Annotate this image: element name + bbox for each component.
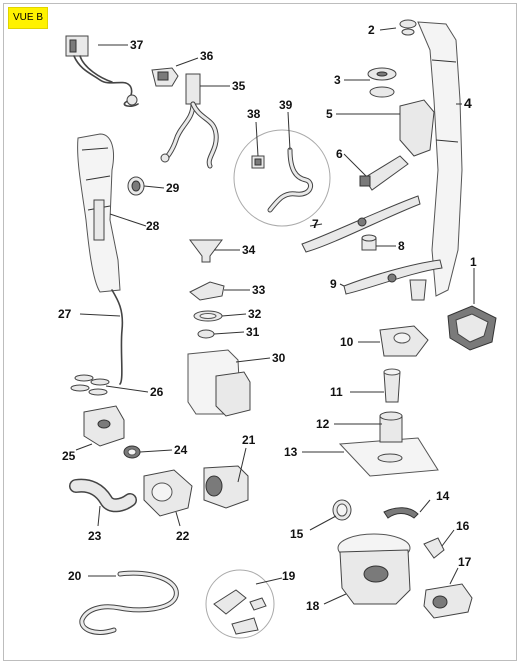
part-6-arm-support[interactable] (359, 155, 409, 191)
callout-38: 38 (247, 107, 261, 121)
part-18-sump[interactable] (337, 533, 411, 605)
callout-27: 27 (58, 307, 72, 321)
callout-14: 14 (436, 489, 450, 503)
callout-34: 34 (242, 243, 256, 257)
callout-12: 12 (316, 417, 330, 431)
part-1-filter-bracket[interactable] (447, 305, 497, 351)
part-38-sensor[interactable] (251, 155, 265, 169)
callout-18: 18 (306, 599, 320, 613)
part-9-lower-spray-arm[interactable] (343, 259, 443, 295)
leader-lines (75, 27, 475, 605)
callout-10: 10 (340, 335, 354, 349)
detail-circle-38-39 (233, 129, 331, 227)
part-17-drain-pump[interactable] (423, 583, 473, 619)
part-25-pump-housing[interactable] (83, 405, 125, 447)
callout-1: 1 (470, 255, 477, 269)
callout-31: 31 (246, 325, 260, 339)
part-36-clip[interactable] (151, 67, 179, 87)
callout-20: 20 (68, 569, 82, 583)
part-14-clip[interactable] (383, 507, 419, 519)
callout-24: 24 (174, 443, 188, 457)
part-8-nut[interactable] (361, 234, 377, 251)
callout-16: 16 (456, 519, 470, 533)
part-16-check-valve[interactable] (423, 537, 445, 559)
part-23-elbow-hose[interactable] (69, 478, 137, 513)
part-15-sensor-ring[interactable] (332, 499, 352, 521)
part-2-nut[interactable] (399, 19, 417, 36)
part-28-side-panel[interactable] (77, 133, 121, 293)
part-10-arm-holder[interactable] (379, 325, 429, 357)
callout-33: 33 (252, 283, 266, 297)
part-4-water-duct[interactable] (409, 21, 463, 301)
callout-19: 19 (282, 569, 296, 583)
part-24-seal-ring[interactable] (123, 445, 141, 459)
part-19-bracket[interactable] (205, 569, 275, 639)
part-29-grommet[interactable] (127, 176, 145, 196)
callout-13: 13 (284, 445, 298, 459)
callout-labels: 37 36 35 2 3 4 5 38 39 6 29 7 28 34 8 1 … (58, 23, 477, 613)
part-32-ring[interactable] (193, 310, 223, 322)
callout-17: 17 (458, 555, 472, 569)
callout-15: 15 (290, 527, 304, 541)
part-3-spray-bearing[interactable] (367, 67, 397, 98)
callout-3: 3 (334, 73, 341, 87)
callout-36: 36 (200, 49, 214, 63)
diagram-frame (3, 3, 517, 661)
callout-35: 35 (232, 79, 246, 93)
callout-4: 4 (464, 95, 472, 111)
callout-25: 25 (62, 449, 76, 463)
callout-7: 7 (312, 217, 319, 231)
part-33-cap[interactable] (189, 281, 225, 301)
callout-23: 23 (88, 529, 102, 543)
part-26-o-rings[interactable] (70, 374, 110, 396)
part-35-inlet-hose[interactable] (160, 73, 219, 169)
callout-11: 11 (330, 385, 343, 399)
callout-8: 8 (398, 239, 405, 253)
part-21-heater-pump[interactable] (203, 465, 249, 509)
part-7-upper-spray-arm[interactable] (301, 195, 421, 253)
part-39-tube[interactable] (267, 147, 314, 213)
part-20-hose-loop[interactable] (79, 570, 179, 635)
callout-2: 2 (368, 23, 375, 37)
part-27-drain-hose[interactable] (111, 289, 124, 385)
callout-6: 6 (336, 147, 343, 161)
part-5-duct-connector[interactable] (399, 99, 435, 157)
callout-21: 21 (242, 433, 256, 447)
callout-29: 29 (166, 181, 180, 195)
view-label-badge: VUE B (8, 7, 48, 29)
callout-26: 26 (150, 385, 164, 399)
callout-30: 30 (272, 351, 286, 365)
callout-5: 5 (326, 107, 333, 121)
part-30-salt-container[interactable] (187, 349, 251, 417)
callout-39: 39 (279, 98, 293, 112)
callout-22: 22 (176, 529, 190, 543)
callout-9: 9 (330, 277, 337, 291)
part-12-filter-cylinder[interactable] (379, 411, 403, 443)
part-13-sump-plate[interactable] (338, 437, 439, 477)
part-22-pump-volute[interactable] (143, 469, 193, 517)
callout-37: 37 (130, 38, 144, 52)
callout-28: 28 (146, 219, 160, 233)
part-37-wire-connector[interactable] (65, 35, 139, 107)
part-31-seal[interactable] (197, 329, 215, 339)
part-11-microfilter[interactable] (383, 368, 401, 403)
callout-32: 32 (248, 307, 262, 321)
part-34-funnel[interactable] (189, 239, 223, 263)
